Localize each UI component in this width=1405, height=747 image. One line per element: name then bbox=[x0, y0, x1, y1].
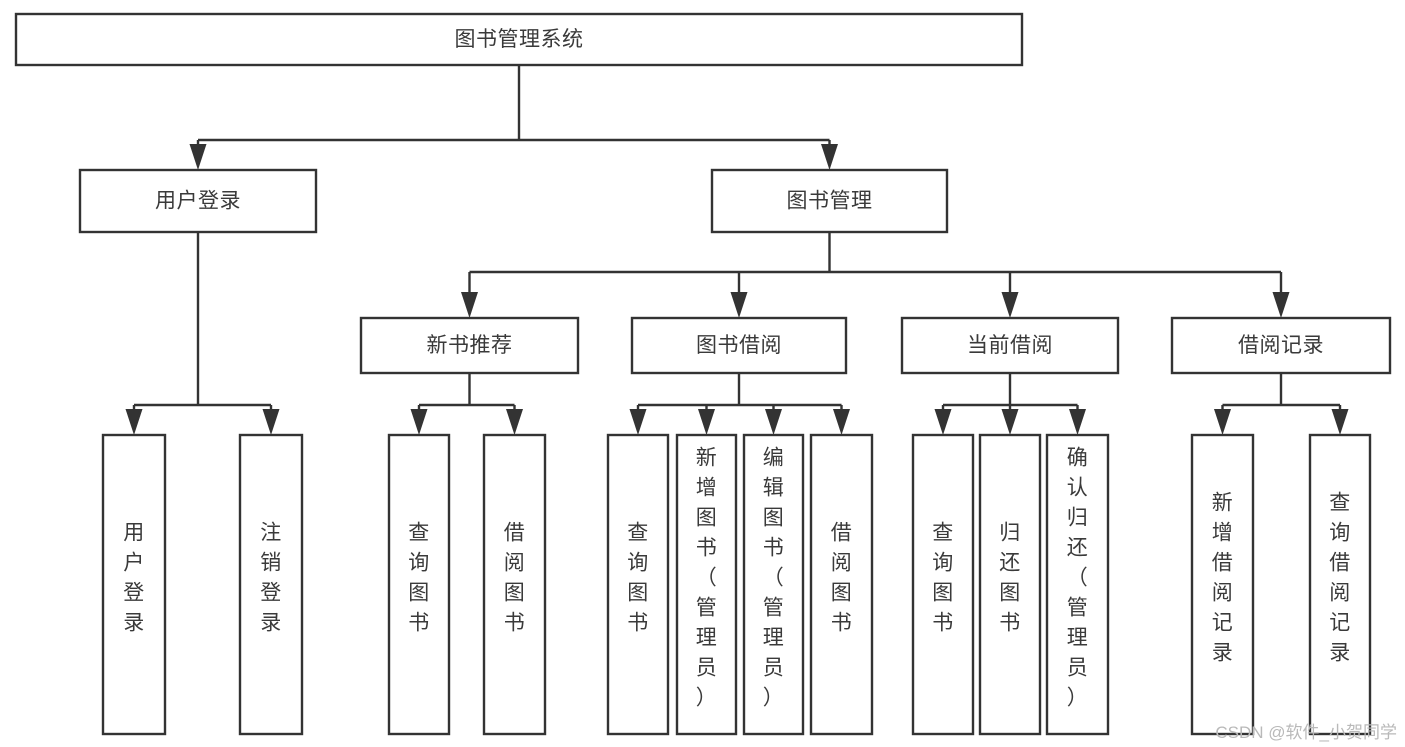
node-label: 查询图书 bbox=[408, 522, 430, 635]
node-label: 借阅记录 bbox=[1238, 334, 1324, 357]
node-leaf-add-record[interactable]: 新增借阅记录 bbox=[1190, 433, 1255, 736]
node-box[interactable] bbox=[900, 316, 1120, 375]
arrow-head-icon bbox=[262, 409, 280, 435]
arrow-head-icon bbox=[1272, 292, 1290, 318]
node-box[interactable] bbox=[978, 433, 1042, 736]
node-leaf-confirm-return[interactable]: 确认归还（管理员） bbox=[1045, 433, 1110, 736]
node-leaf-query-book-borrow[interactable]: 查询图书 bbox=[606, 433, 670, 736]
node-leaf-user-login[interactable]: 用户登录 bbox=[101, 433, 167, 736]
arrow-head-icon bbox=[1214, 409, 1231, 435]
node-label: 借阅图书 bbox=[831, 522, 853, 635]
node-box[interactable] bbox=[742, 433, 805, 736]
arrow-head-icon bbox=[125, 409, 143, 435]
node-box[interactable] bbox=[1308, 433, 1372, 736]
node-layer: 图书管理系统用户登录图书管理新书推荐图书借阅当前借阅借阅记录用户登录注销登录查询… bbox=[14, 12, 1392, 736]
node-box[interactable] bbox=[1045, 433, 1110, 736]
node-label: 图书管理系统 bbox=[455, 28, 584, 51]
node-label: 确认归还（管理员） bbox=[1067, 447, 1089, 710]
node-label: 新书推荐 bbox=[427, 334, 513, 357]
arrow-head-icon bbox=[821, 144, 838, 170]
node-current-borrow[interactable]: 当前借阅 bbox=[900, 316, 1120, 375]
arrow-head-icon bbox=[765, 409, 782, 435]
node-box[interactable] bbox=[482, 433, 547, 736]
node-borrow-record[interactable]: 借阅记录 bbox=[1170, 316, 1392, 375]
arrow-head-icon bbox=[189, 144, 207, 170]
node-label: 新增图书（管理员） bbox=[696, 447, 718, 710]
node-box[interactable] bbox=[1170, 316, 1392, 375]
arrow-head-icon bbox=[506, 409, 523, 435]
node-leaf-query-record[interactable]: 查询借阅记录 bbox=[1308, 433, 1372, 736]
node-box[interactable] bbox=[14, 12, 1024, 67]
node-leaf-return-book[interactable]: 归还图书 bbox=[978, 433, 1042, 736]
node-label: 借阅图书 bbox=[504, 522, 526, 635]
node-box[interactable] bbox=[101, 433, 167, 736]
arrow-head-icon bbox=[934, 409, 952, 435]
node-box[interactable] bbox=[238, 433, 304, 736]
node-new-book-recommend[interactable]: 新书推荐 bbox=[359, 316, 580, 375]
arrow-head-icon bbox=[461, 292, 478, 318]
node-box[interactable] bbox=[809, 433, 874, 736]
arrow-head-icon bbox=[1069, 409, 1086, 435]
node-box[interactable] bbox=[78, 168, 318, 234]
node-box[interactable] bbox=[630, 316, 848, 375]
node-label: 查询图书 bbox=[627, 522, 649, 635]
arrow-head-icon bbox=[410, 409, 428, 435]
arrow-head-icon bbox=[1331, 409, 1349, 435]
node-book-manage[interactable]: 图书管理 bbox=[710, 168, 949, 234]
arrow-head-icon bbox=[833, 409, 850, 435]
arrow-head-icon bbox=[629, 409, 647, 435]
node-label: 编辑图书（管理员） bbox=[763, 447, 785, 710]
node-box[interactable] bbox=[675, 433, 738, 736]
node-label: 新增借阅记录 bbox=[1212, 492, 1234, 665]
node-leaf-add-book[interactable]: 新增图书（管理员） bbox=[675, 433, 738, 736]
node-leaf-user-logout[interactable]: 注销登录 bbox=[238, 433, 304, 736]
node-user-login[interactable]: 用户登录 bbox=[78, 168, 318, 234]
node-box[interactable] bbox=[359, 316, 580, 375]
node-label: 图书管理 bbox=[787, 190, 873, 213]
node-label: 查询图书 bbox=[932, 522, 954, 635]
node-box[interactable] bbox=[387, 433, 451, 736]
arrow-head-icon bbox=[1001, 409, 1019, 435]
node-label: 查询借阅记录 bbox=[1329, 492, 1351, 665]
node-label: 归还图书 bbox=[999, 522, 1021, 635]
node-label: 用户登录 bbox=[123, 522, 145, 635]
node-box[interactable] bbox=[1190, 433, 1255, 736]
arrow-head-icon bbox=[1001, 292, 1019, 318]
node-book-borrow[interactable]: 图书借阅 bbox=[630, 316, 848, 375]
node-leaf-query-book-current[interactable]: 查询图书 bbox=[911, 433, 975, 736]
arrow-head-icon bbox=[730, 292, 748, 318]
node-label: 图书借阅 bbox=[696, 334, 782, 357]
node-label: 当前借阅 bbox=[967, 334, 1053, 357]
node-leaf-borrow-book-rec[interactable]: 借阅图书 bbox=[482, 433, 547, 736]
node-root[interactable]: 图书管理系统 bbox=[14, 12, 1024, 67]
node-box[interactable] bbox=[710, 168, 949, 234]
arrow-head-icon bbox=[698, 409, 715, 435]
node-box[interactable] bbox=[911, 433, 975, 736]
node-leaf-borrow-book[interactable]: 借阅图书 bbox=[809, 433, 874, 736]
node-label: 注销登录 bbox=[260, 522, 282, 635]
connector-layer bbox=[125, 65, 1349, 435]
node-label: 用户登录 bbox=[155, 190, 241, 213]
node-box[interactable] bbox=[606, 433, 670, 736]
node-leaf-edit-book[interactable]: 编辑图书（管理员） bbox=[742, 433, 805, 736]
node-leaf-query-book-rec[interactable]: 查询图书 bbox=[387, 433, 451, 736]
